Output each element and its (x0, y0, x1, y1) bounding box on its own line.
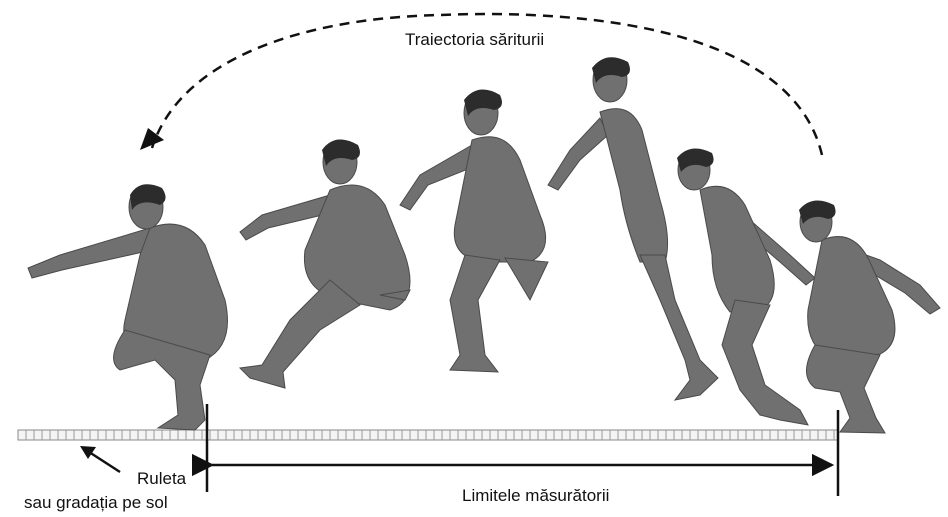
tape-label-line2: sau gradația pe sol (24, 493, 168, 513)
trajectory-label: Traiectoria săriturii (405, 30, 544, 50)
measuring-tape (18, 430, 838, 440)
jumper-flight-extended (548, 57, 718, 400)
tape-label-line1: Ruleta (137, 469, 186, 489)
jumper-crouch-start (799, 201, 940, 433)
jumper-flight-mid (400, 90, 548, 372)
jumper-landing (28, 184, 228, 430)
measurement-limits-label: Limitele măsurătorii (462, 486, 609, 506)
tape-pointer-arrowhead (80, 446, 96, 459)
jumper-flight-tuck (240, 140, 410, 388)
